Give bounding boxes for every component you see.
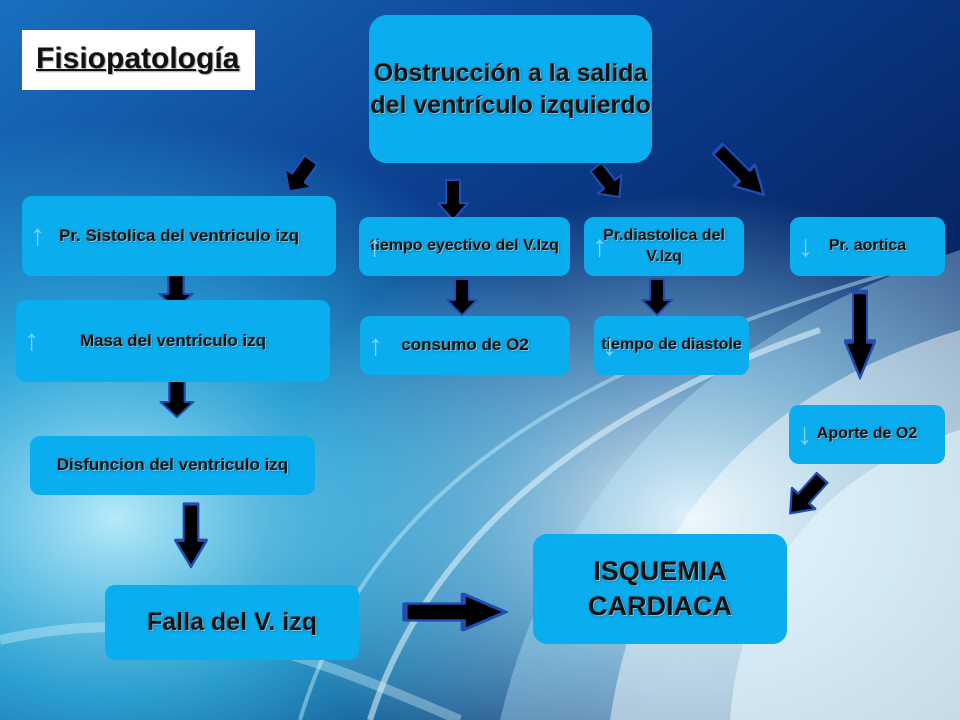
down-arrow-icon: ↓ bbox=[797, 417, 812, 451]
up-arrow-icon: ↑ bbox=[368, 328, 383, 362]
consumo-o2-text: consumo de O2 bbox=[401, 335, 529, 355]
disfuncion-text: Disfuncion del ventriculo izq bbox=[56, 455, 289, 475]
tiempo-eyectivo-box: ↑ tiempo eyectivo del V.Izq bbox=[359, 217, 570, 276]
falla-box: Falla del V. izq bbox=[105, 585, 359, 660]
aporte-o2-box: ↓ Aporte de O2 bbox=[789, 405, 945, 464]
down-arrow-icon: ↓ bbox=[798, 229, 813, 263]
pr-aortica-text: Pr. aortica bbox=[828, 237, 907, 255]
pr-sistolica-box: ↑ Pr. Sistolica del ventriculo izq bbox=[22, 196, 336, 276]
masa-ventriculo-box: ↑ Masa del ventriculo izq bbox=[16, 300, 330, 382]
masa-ventriculo-text: Masa del ventriculo izq bbox=[79, 330, 267, 350]
isquemia-text: ISQUEMIA CARDIACA bbox=[588, 555, 732, 621]
up-arrow-icon: ↑ bbox=[367, 229, 382, 263]
down-arrow-icon: ↓ bbox=[602, 328, 617, 362]
tiempo-diastole-box: ↓ tiempo de diastole bbox=[594, 316, 749, 375]
pr-diastolica-box: ↑ Pr.diastolica del V.Izq bbox=[584, 217, 744, 276]
up-arrow-icon: ↑ bbox=[24, 324, 39, 357]
pr-diastolica-text: Pr.diastolica del V.Izq bbox=[603, 226, 725, 265]
slide-title: Fisiopatología bbox=[36, 42, 240, 75]
aporte-o2-text: Aporte de O2 bbox=[816, 425, 918, 443]
main-cause-box: Obstrucción a la salida del ventrículo i… bbox=[369, 15, 652, 163]
disfuncion-box: Disfuncion del ventriculo izq bbox=[30, 436, 315, 495]
up-arrow-icon: ↑ bbox=[592, 229, 607, 263]
isquemia-box: ISQUEMIA CARDIACA bbox=[533, 534, 787, 644]
main-cause-text: Obstrucción a la salida del ventrículo i… bbox=[370, 58, 651, 120]
slide-title-box: Fisiopatología bbox=[22, 30, 255, 90]
falla-text: Falla del V. izq bbox=[147, 608, 317, 637]
pr-aortica-box: ↓ Pr. aortica bbox=[790, 217, 945, 276]
tiempo-eyectivo-text: tiempo eyectivo del V.Izq bbox=[370, 237, 559, 255]
tiempo-diastole-text: tiempo de diastole bbox=[601, 336, 742, 354]
up-arrow-icon: ↑ bbox=[30, 219, 45, 252]
pr-sistolica-text: Pr. Sistolica del ventriculo izq bbox=[59, 225, 299, 245]
consumo-o2-box: ↑ consumo de O2 bbox=[360, 316, 570, 375]
